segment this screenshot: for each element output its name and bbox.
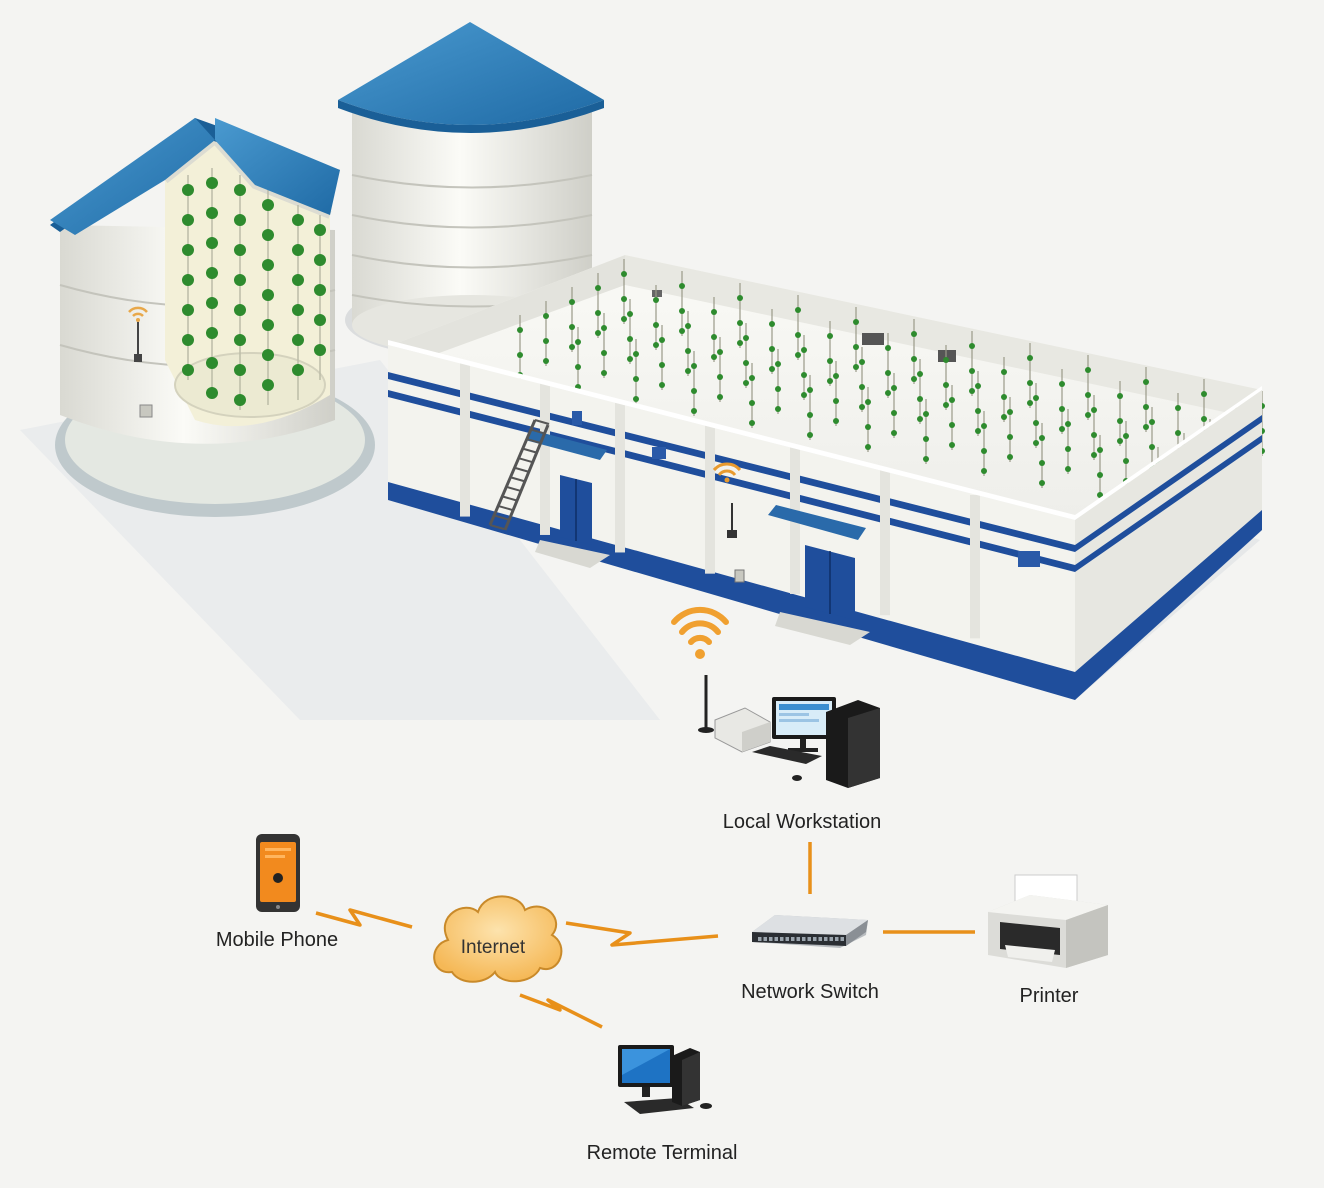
sensor-cable-icon	[1007, 397, 1013, 462]
sensor-cable-icon	[633, 339, 639, 404]
sensor-cable-icon	[1033, 383, 1039, 448]
sensor-cable-icon	[769, 309, 775, 374]
sensor-cable-icon	[917, 359, 923, 424]
sensor-cable-icon	[1059, 369, 1065, 434]
wifi-router	[671, 606, 771, 753]
sensor-cable-icon	[653, 285, 659, 350]
sensor-cable-icon	[1097, 435, 1103, 500]
pilaster	[615, 402, 625, 553]
cutaway-silo	[50, 118, 375, 517]
internet-cloud	[433, 895, 563, 983]
sensor-cable-icon	[1039, 423, 1045, 488]
label-internet: Internet	[461, 937, 526, 958]
link-internet-switch	[565, 921, 719, 947]
sensor-cable-icon	[1001, 357, 1007, 422]
sensor-cable-icon	[1065, 409, 1071, 474]
remote-terminal-computer	[618, 1045, 712, 1114]
sensor-cable-icon	[711, 297, 717, 362]
exterior-staircase	[488, 419, 550, 531]
sensor-cable-icon	[601, 313, 607, 378]
pilaster	[540, 383, 550, 535]
sensor-cable-icon	[911, 319, 917, 384]
door-canopy	[525, 430, 607, 460]
sensor-cable-icon	[969, 331, 975, 396]
warehouse-building	[388, 255, 1265, 700]
sensor-cable-icon	[543, 301, 549, 366]
sensor-cable-icon	[833, 361, 839, 426]
label-local-workstation: Local Workstation	[723, 811, 882, 833]
sensor-cable-icon	[981, 411, 987, 476]
sensor-cable-icon	[1091, 395, 1097, 460]
sensor-cable-icon	[737, 283, 743, 348]
sensor-cable-icon	[575, 327, 581, 392]
door-canopy	[768, 505, 866, 540]
sensor-cable-icon	[234, 175, 246, 410]
printer-device	[988, 874, 1108, 968]
label-mobile-phone: Mobile Phone	[216, 929, 338, 951]
sensor-cable-icon	[595, 273, 601, 338]
wifi-icon	[671, 606, 729, 659]
pilaster	[880, 470, 890, 616]
sensor-cable-icon	[206, 168, 218, 399]
vent	[652, 290, 662, 297]
silo-sensor-cables	[182, 168, 326, 410]
sensor-cable-icon	[292, 205, 304, 400]
sensor-cable-icon	[885, 333, 891, 398]
cutaway-silo-roof	[50, 118, 215, 235]
sensor-cable-icon	[182, 175, 194, 380]
link-mobile-internet	[315, 908, 413, 929]
wifi-icon	[712, 462, 745, 583]
sensor-cable-icon	[853, 307, 859, 372]
sensor-cable-icon	[949, 385, 955, 450]
local-workstation-computer	[752, 697, 880, 788]
sensor-cable-icon	[865, 387, 871, 452]
sensor-cable-icon	[975, 371, 981, 436]
label-remote-terminal: Remote Terminal	[587, 1142, 738, 1164]
closed-silo-roof	[338, 22, 604, 125]
sensor-cable-icon	[659, 325, 665, 390]
window	[1018, 551, 1040, 567]
window	[652, 447, 666, 459]
sensor-cable-icon	[1085, 355, 1091, 420]
sensor-cable-icon	[627, 299, 633, 364]
sensor-cable-icon	[679, 271, 685, 336]
sensor-cable-icon	[749, 363, 755, 428]
sensor-cable-icon	[1143, 367, 1149, 432]
network-links	[315, 842, 975, 1029]
wifi-icon	[128, 306, 148, 362]
network-switch-device	[752, 915, 868, 948]
sensor-cable-icon	[775, 349, 781, 414]
sensor-cable-icon	[685, 311, 691, 376]
sensor-cable-icon	[891, 373, 897, 438]
sensor-cable-icon	[801, 335, 807, 400]
pilaster	[970, 495, 980, 639]
sensor-cable-icon	[827, 321, 833, 386]
sensor-cable-icon	[314, 215, 326, 380]
sensor-cable-icon	[1027, 343, 1033, 408]
vent	[938, 350, 956, 362]
sensor-cable-icon	[807, 375, 813, 440]
pilaster	[460, 363, 470, 517]
sensor-cable-icon	[717, 337, 723, 402]
label-printer: Printer	[1020, 985, 1079, 1007]
sensor-cable-icon	[1117, 381, 1123, 446]
pilaster	[705, 425, 715, 574]
sensor-cable-icon	[859, 347, 865, 412]
mobile-phone-device	[256, 834, 300, 912]
sensor-cable-icon	[621, 259, 627, 324]
window	[572, 411, 582, 425]
sensor-cable-icon	[923, 399, 929, 464]
label-network-switch: Network Switch	[741, 981, 879, 1003]
sensor-cable-icon	[743, 323, 749, 388]
warehouse-interior-floor	[392, 255, 1262, 520]
sensor-cable-icon	[943, 345, 949, 410]
sensor-cable-icon	[569, 287, 575, 352]
link-internet-remote	[519, 993, 603, 1029]
vent	[862, 333, 884, 345]
sensor-cable-icon	[262, 190, 274, 405]
sensor-cable-icon	[691, 351, 697, 416]
sensor-cable-icon	[795, 295, 801, 360]
